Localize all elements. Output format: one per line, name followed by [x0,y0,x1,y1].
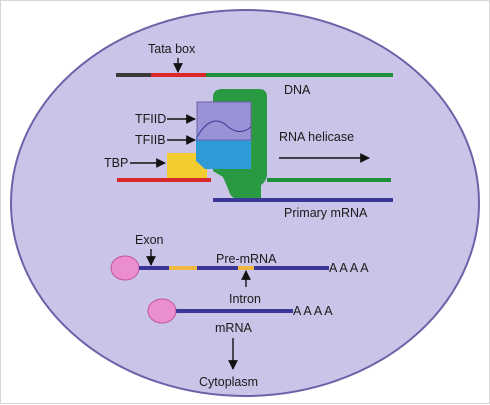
poly-a-tail-1: A A A A [329,261,369,275]
tfiid-wave [196,120,252,138]
poly-a-tail-2: A A A A [293,304,333,318]
tata-box-label: Tata box [148,42,196,56]
cytoplasm-label: Cytoplasm [199,375,258,389]
tfiid-label: TFIID [135,112,166,126]
mrna-cap [147,298,177,324]
exon-label: Exon [135,233,164,247]
tfiid-box [196,101,252,141]
pre-mrna-cap [110,255,140,281]
nucleus-ellipse [10,9,480,397]
tbp-label: TBP [104,156,128,170]
tfiib-label: TFIIB [135,133,166,147]
dna-label: DNA [284,83,311,97]
rna-helicase-label: RNA helicase [279,130,354,144]
pre-mrna-label: Pre-mRNA [216,252,277,266]
mrna-label: mRNA [215,321,252,335]
intron-label: Intron [229,292,261,306]
primary-mrna-label: Primary mRNA [284,206,368,220]
